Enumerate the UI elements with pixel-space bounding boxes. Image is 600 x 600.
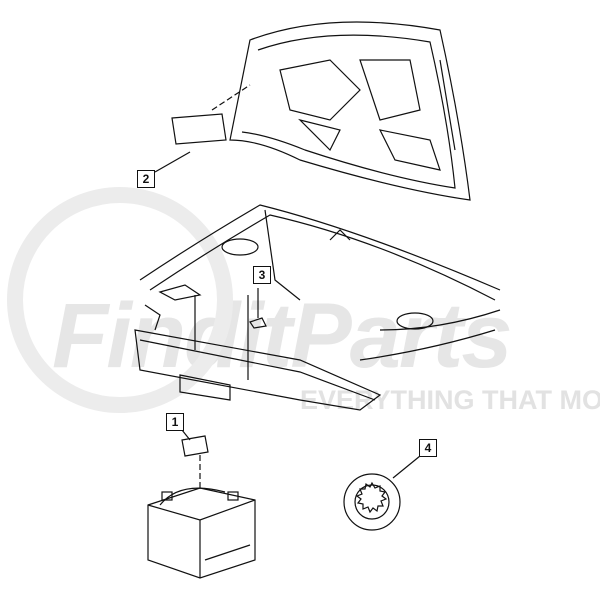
callout-2[interactable]: 2 [137, 170, 155, 188]
watermark-ring [7, 187, 233, 413]
callout-3[interactable]: 3 [253, 266, 271, 284]
watermark-brand: FinditParts [52, 285, 512, 387]
callout-1[interactable]: 1 [166, 413, 184, 431]
gear-ring [343, 473, 401, 531]
hood-label-part [171, 113, 227, 145]
engine-bay [134, 204, 501, 411]
battery [147, 487, 256, 579]
hood [229, 21, 471, 201]
callout-4[interactable]: 4 [419, 439, 437, 457]
